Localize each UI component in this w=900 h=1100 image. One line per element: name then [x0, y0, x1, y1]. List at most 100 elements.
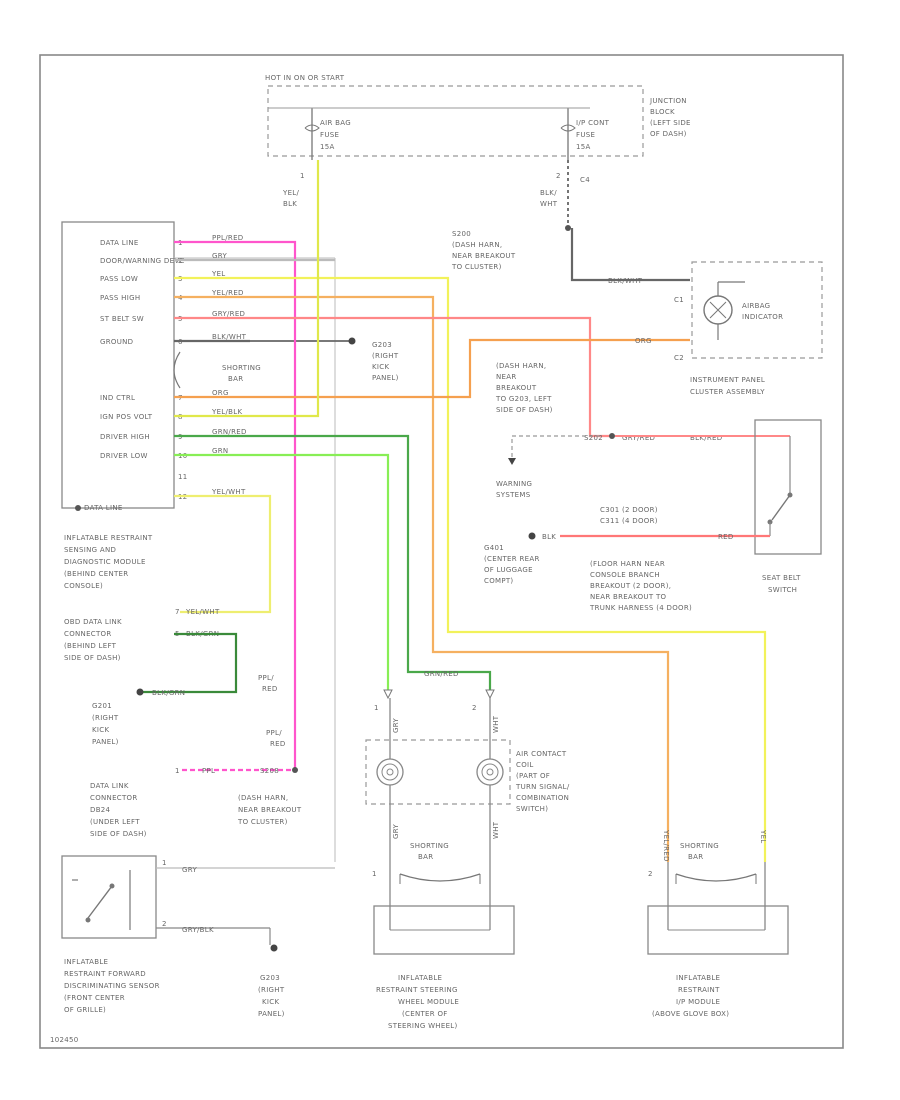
g203-top-caption: G203 (RIGHT KICK PANEL) [372, 341, 399, 382]
sdm-pin-label: DOOR/WARNING DEVC [100, 257, 185, 265]
svg-text:DIAGNOSTIC MODULE: DIAGNOSTIC MODULE [64, 558, 146, 566]
svg-text:NEAR BREAKOUT: NEAR BREAKOUT [238, 806, 302, 814]
pass-module-box [647, 905, 789, 955]
svg-text:SIDE OF DASH): SIDE OF DASH) [496, 406, 553, 414]
junction-block-caption: JUNCTION BLOCK (LEFT SIDE OF DASH) [649, 97, 691, 138]
sdm-pin-label: GROUND [100, 338, 133, 346]
svg-text:OF DASH): OF DASH) [650, 130, 687, 138]
svg-text:BLOCK: BLOCK [650, 108, 675, 116]
sdm-pin-label: ST BELT SW [100, 315, 144, 323]
s208-caption: (DASH HARN, NEAR BREAKOUT TO CLUSTER) [237, 794, 302, 826]
svg-text:COMPT): COMPT) [484, 577, 513, 585]
svg-text:SWITCH: SWITCH [768, 586, 797, 594]
sensor-wire-a: GRY [182, 866, 197, 874]
svg-text:AIR CONTACT: AIR CONTACT [516, 750, 567, 758]
svg-text:INFLATABLE RESTRAINT: INFLATABLE RESTRAINT [64, 534, 153, 542]
sensor-wire-b-pin: 2 [162, 920, 167, 928]
svg-text:RED: RED [270, 740, 286, 748]
sensor-caption: INFLATABLE RESTRAINT FORWARD DISCRIMINAT… [64, 958, 159, 1014]
svg-text:(FLOOR HARN NEAR: (FLOOR HARN NEAR [590, 560, 665, 568]
pass-shorting-bar-label: SHORTING BAR [680, 842, 719, 861]
svg-text:15A: 15A [320, 143, 335, 151]
sdm-wire-color-label: GRY [212, 252, 227, 260]
svg-text:FUSE: FUSE [576, 131, 595, 139]
svg-text:BLK/: BLK/ [540, 189, 557, 197]
clockspring-box [365, 739, 511, 805]
hot-label: HOT IN ON OR START [265, 74, 345, 82]
svg-text:BAR: BAR [228, 375, 243, 383]
svg-text:COIL: COIL [516, 761, 534, 769]
wire-yel-red [174, 295, 670, 862]
svg-text:NEAR BREAKOUT TO: NEAR BREAKOUT TO [590, 593, 667, 601]
svg-text:C301 (2 DOOR): C301 (2 DOOR) [600, 506, 658, 514]
svg-text:BREAKOUT: BREAKOUT [496, 384, 537, 392]
airbag-indicator-label: AIRBAG INDICATOR [742, 302, 783, 321]
svg-text:C311 (4 DOOR): C311 (4 DOOR) [600, 517, 658, 525]
steering-pin: 1 [372, 870, 377, 878]
svg-text:INFLATABLE: INFLATABLE [64, 958, 108, 966]
clockspring-wire-right-lower: WHT [492, 821, 500, 839]
fuse-airbag: AIR BAG FUSE 15A [320, 119, 351, 151]
sensor-wire-a-pin: 1 [162, 859, 167, 867]
svg-text:KICK: KICK [92, 726, 109, 734]
svg-text:G203: G203 [372, 341, 392, 349]
svg-text:SWITCH): SWITCH) [516, 805, 548, 813]
svg-text:CONNECTOR: CONNECTOR [64, 630, 112, 638]
svg-text:DATA LINK: DATA LINK [90, 782, 129, 790]
sdm-pin-label: DRIVER HIGH [100, 433, 150, 441]
g401-caption: G401 (CENTER REAR OF LUGGAGE COMPT) [484, 544, 540, 585]
svg-text:TURN SIGNAL/: TURN SIGNAL/ [515, 783, 570, 791]
svg-text:SENSING AND: SENSING AND [64, 546, 116, 554]
sdm-wire-color-label: ORG [212, 389, 229, 397]
dlc-wire-a: YEL/WHT [185, 608, 220, 616]
svg-text:G201: G201 [92, 702, 112, 710]
svg-text:BREAKOUT (2 DOOR),: BREAKOUT (2 DOOR), [590, 582, 671, 590]
wire-ppl-red [174, 240, 297, 770]
pass-pin: 2 [648, 870, 653, 878]
pass-wire-left: YEL/RED [662, 829, 670, 862]
dlc-caption: OBD DATA LINK CONNECTOR (BEHIND LEFT SID… [64, 618, 122, 662]
wire-org [174, 338, 690, 399]
s202-caption: (DASH HARN, NEAR BREAKOUT TO G203, LEFT … [495, 362, 553, 414]
svg-text:(PART OF: (PART OF [516, 772, 550, 780]
cluster-wire-in: BLK/WHT [608, 277, 643, 285]
wire-yel [174, 276, 767, 862]
svg-text:I/P CONT: I/P CONT [576, 119, 610, 127]
svg-text:(ABOVE GLOVE BOX): (ABOVE GLOVE BOX) [652, 1010, 729, 1018]
svg-text:WHT: WHT [540, 200, 558, 208]
wire-grn-red [174, 434, 492, 690]
sdm-wire-color-label: YEL [211, 270, 226, 278]
svg-text:OBD DATA LINK: OBD DATA LINK [64, 618, 122, 626]
clockspring-wire-left: GRY [392, 718, 400, 733]
sdm-wire-color-label: BLK/WHT [212, 333, 247, 341]
wire-label-blk-wht: BLK/ WHT [540, 189, 558, 208]
svg-text:PANEL): PANEL) [372, 374, 399, 382]
sdm-wire-color-label: YEL/RED [211, 289, 244, 297]
cluster-wire-org: ORG [635, 337, 652, 345]
clockspring-wire-left-lower: GRY [392, 824, 400, 839]
svg-text:(LEFT SIDE: (LEFT SIDE [650, 119, 691, 127]
sdm-wire-color-label: YEL/BLK [211, 408, 242, 416]
splice-s200 [565, 225, 571, 231]
svg-text:RESTRAINT: RESTRAINT [678, 986, 720, 994]
steering-module-box [373, 905, 515, 955]
svg-text:(BEHIND CENTER: (BEHIND CENTER [64, 570, 128, 578]
svg-text:BAR: BAR [418, 853, 433, 861]
wire-blk-grn [140, 632, 238, 694]
g201-caption: G201 (RIGHT KICK PANEL) [92, 702, 119, 746]
floor-harness-caption: (FLOOR HARN NEAR CONSOLE BRANCH BREAKOUT… [589, 560, 692, 612]
wire-yel-blk [174, 160, 320, 418]
svg-text:(RIGHT: (RIGHT [372, 352, 399, 360]
cluster-c2: C2 [674, 354, 684, 362]
svg-text:(DASH HARN,: (DASH HARN, [238, 794, 288, 802]
forward-sensor-box [61, 855, 157, 939]
svg-text:(CENTER REAR: (CENTER REAR [484, 555, 540, 563]
sdm-pin-number: 11 [178, 473, 188, 481]
wire-grn [174, 453, 390, 690]
sdm-pin-label: DRIVER LOW [100, 452, 148, 460]
svg-text:PANEL): PANEL) [258, 1010, 285, 1018]
ppl-red-label-a: PPL/ RED [258, 674, 277, 693]
svg-text:STEERING WHEEL): STEERING WHEEL) [388, 1022, 458, 1030]
svg-text:SIDE OF DASH): SIDE OF DASH) [64, 654, 121, 662]
